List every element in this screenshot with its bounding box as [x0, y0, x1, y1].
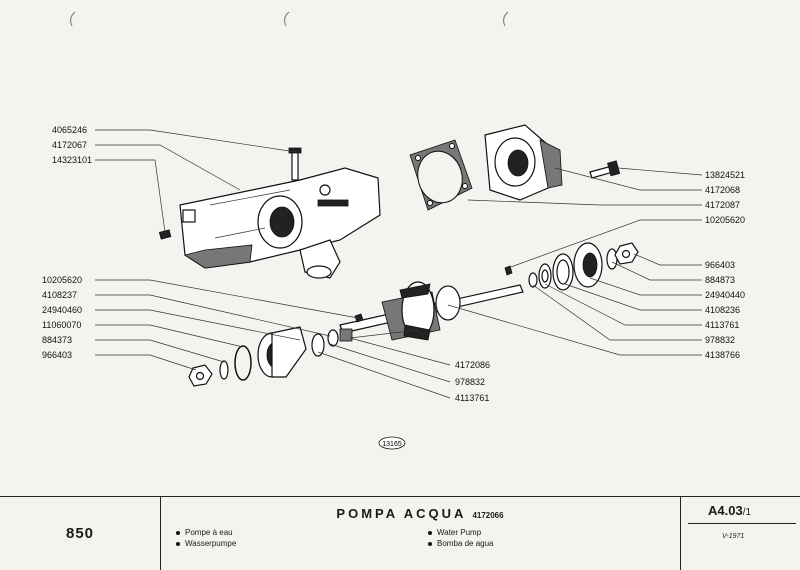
shaft-assembly	[339, 281, 524, 341]
bullet-icon	[176, 530, 180, 535]
pin-part	[504, 265, 513, 276]
seal-ring-part	[528, 272, 538, 288]
washer-part	[219, 360, 229, 380]
part-number-label: 13824521	[705, 170, 745, 180]
part-number-label: 4065246	[52, 125, 87, 135]
lang-fr-text: Pompe à eau	[185, 528, 233, 537]
model-number: 850	[0, 497, 161, 570]
pump-cover-part	[484, 124, 563, 201]
part-number-label: 4113761	[455, 393, 489, 403]
part-title: POMPA ACQUA 4172066	[160, 505, 680, 523]
part-number-label: 4172086	[455, 360, 490, 370]
part-number-label: 966403	[42, 350, 72, 360]
part-number-label: 10205620	[42, 275, 82, 285]
pin-part	[158, 229, 172, 240]
bullet-icon	[428, 541, 432, 546]
lang-de-text: Wasserpumpe	[185, 539, 237, 548]
seal-ring-part	[552, 253, 574, 291]
seal-ring-part	[538, 263, 552, 289]
lang-en-item: Water Pump	[428, 528, 481, 537]
washer-part	[606, 248, 618, 270]
part-number-label: 14323101	[52, 155, 92, 165]
part-number-label: 4172068	[705, 185, 740, 195]
part-number-label: 4172067	[52, 140, 87, 150]
screw-part	[589, 160, 621, 179]
bearing-part	[573, 242, 603, 288]
binder-hole-mark	[502, 11, 509, 27]
part-number-label: 11060070	[42, 320, 81, 330]
divider	[688, 523, 796, 524]
pump-body-housing	[179, 167, 381, 279]
bullet-icon	[176, 541, 180, 546]
pin-part	[354, 313, 364, 323]
spring-part	[339, 328, 353, 342]
bullet-icon	[428, 530, 432, 535]
lang-es-text: Bomba de agua	[437, 539, 494, 548]
figure-number-badge: 13165	[378, 436, 406, 450]
nut-part	[188, 364, 213, 387]
title-block: 850 POMPA ACQUA 4172066 Pompe à eau Wasse…	[0, 496, 800, 570]
title-cell: POMPA ACQUA 4172066 Pompe à eau Wasserpum…	[160, 497, 681, 570]
part-title-code: 4172066	[472, 511, 504, 520]
lang-en-text: Water Pump	[437, 528, 482, 537]
seal-ring-part	[311, 333, 325, 357]
reference-cell: A4.03/1 V-1971	[680, 497, 800, 570]
binder-hole-mark	[69, 11, 76, 27]
part-number-label: 884873	[705, 275, 735, 285]
part-number-label: 24940440	[705, 290, 745, 300]
binder-hole-mark	[283, 11, 290, 27]
snap-ring-part	[234, 345, 252, 381]
part-number-label: 4172087	[705, 200, 740, 210]
svg-text:13165: 13165	[382, 441, 402, 448]
gasket-part	[409, 139, 473, 211]
part-number-label: 4108236	[705, 305, 740, 315]
part-number-label: 4138766	[705, 350, 740, 360]
part-number-label: 4113761	[705, 320, 739, 330]
part-number-label: 978832	[705, 335, 735, 345]
lang-de-item: Wasserpumpe	[176, 539, 236, 548]
part-number-label: 966403	[705, 260, 735, 270]
part-number-label: 4108237	[42, 290, 77, 300]
part-number-label: 978832	[455, 377, 485, 387]
part-number-label: 884373	[42, 335, 72, 345]
leader-lines	[95, 129, 703, 399]
nut-part	[614, 242, 639, 265]
screw-part	[288, 147, 302, 181]
part-number-label: 24940460	[42, 305, 82, 315]
part-number-label: 10205620	[705, 215, 745, 225]
revision-date: V-1971	[722, 533, 745, 540]
part-title-text: POMPA ACQUA	[336, 506, 467, 521]
reference-code: A4.03/1	[708, 503, 752, 518]
exploded-view-diagram: 4065246 4172067 14323101 13824521 417206…	[42, 11, 745, 450]
reference-sheet: /1	[742, 507, 752, 518]
bearing-part	[257, 326, 307, 378]
lang-fr-item: Pompe à eau	[176, 528, 233, 537]
seal-ring-part	[327, 329, 339, 347]
lang-es-item: Bomba de agua	[428, 539, 494, 548]
